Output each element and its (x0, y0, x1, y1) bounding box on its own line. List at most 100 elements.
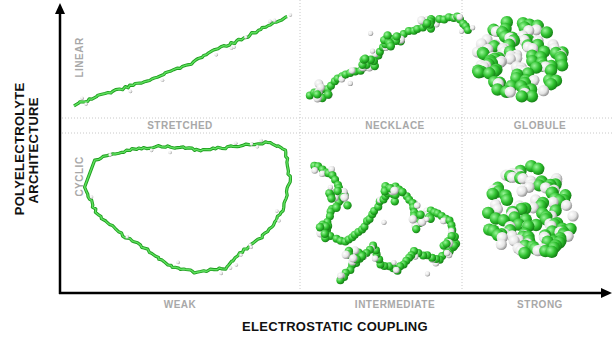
monomer-bead (546, 246, 558, 258)
counterion (368, 31, 373, 36)
axis-title: POLYELECTROLYTE ARCHITECTURE (13, 85, 42, 215)
counterion (239, 253, 243, 257)
counterion (249, 245, 253, 249)
monomer-bead (442, 239, 450, 247)
monomer-bead (312, 90, 320, 98)
counterion (381, 220, 386, 225)
monomer-bead (361, 55, 369, 63)
axis-tick-label: INTERMEDIATE (355, 299, 435, 310)
counterion (90, 195, 94, 199)
counterion (328, 185, 333, 190)
grid-line (300, 0, 301, 290)
monomer-bead (501, 194, 513, 206)
counterion (259, 139, 263, 143)
counterion (275, 209, 279, 213)
counterion (456, 14, 463, 21)
counterion (277, 219, 281, 223)
counterion (150, 149, 154, 153)
counterion (235, 263, 239, 267)
counterion (567, 210, 578, 221)
row-label: LINEAR (73, 37, 84, 77)
counterion (444, 250, 451, 257)
counterion (561, 200, 572, 211)
counterion (84, 102, 88, 106)
counterion (393, 267, 400, 274)
counterion (311, 167, 318, 174)
counterion (161, 79, 165, 83)
counterion (255, 145, 259, 149)
counterion (409, 215, 417, 223)
monomer-bead (324, 90, 332, 98)
counterion (244, 35, 248, 39)
axes (59, 12, 604, 294)
monomer-bead (394, 267, 402, 275)
counterion (268, 20, 272, 24)
counterion (340, 193, 348, 201)
counterion (250, 142, 254, 146)
counterion (496, 239, 507, 250)
counterion (372, 255, 379, 262)
monomer-bead (313, 90, 321, 98)
counterion (232, 45, 236, 49)
x-axis (59, 292, 604, 295)
counterion (108, 153, 112, 157)
polymer-drawings (74, 13, 579, 285)
counterion (505, 86, 516, 97)
counterion (348, 81, 353, 86)
grid-lines (62, 0, 613, 290)
monomer-bead (487, 188, 499, 200)
counterion (168, 151, 172, 155)
counterion (324, 91, 332, 99)
regime-label: NECKLACE (365, 120, 425, 131)
monomer-bead (416, 211, 424, 219)
polymer-chain (85, 142, 291, 273)
axis-tick-label: STRONG (517, 299, 563, 310)
monomer-bead (556, 59, 568, 71)
counterion (414, 202, 421, 209)
counterion (349, 67, 356, 74)
counterion (516, 186, 527, 197)
axis-tick-label: WEAK (164, 299, 197, 310)
grid-line (62, 133, 613, 134)
arrow-head (601, 288, 612, 298)
monomer-bead (321, 230, 329, 238)
counterion (80, 96, 84, 100)
monomer-bead (518, 247, 530, 259)
arrow-head (55, 3, 65, 14)
counterion (176, 261, 180, 265)
counterion (390, 186, 398, 194)
monomer-bead (393, 32, 401, 40)
counterion (234, 141, 238, 145)
counterion (459, 29, 464, 34)
monomer-bead (532, 163, 544, 175)
counterion (125, 235, 129, 239)
monomer-bead (423, 19, 431, 27)
regime-label: STRETCHED (147, 120, 213, 131)
counterion (349, 254, 357, 262)
polymer-chain (85, 142, 291, 273)
counterion (424, 217, 429, 222)
monomer-bead (332, 204, 340, 212)
monomer-bead (412, 225, 420, 233)
counterion (425, 271, 430, 276)
monomer-bead (516, 90, 528, 102)
counterion (229, 266, 233, 270)
y-axis (59, 12, 62, 294)
monomer-bead (343, 201, 351, 209)
counterion (370, 48, 375, 53)
monomer-bead (387, 42, 395, 50)
counterion (538, 85, 549, 96)
counterion (129, 90, 133, 94)
counterion (391, 260, 396, 265)
counterion (470, 25, 475, 30)
grid-line (62, 118, 613, 119)
counterion (215, 53, 219, 57)
regime-label: GLOBULE (514, 120, 566, 131)
counterion (219, 272, 223, 276)
counterion (289, 13, 293, 17)
monomer-bead (327, 194, 335, 202)
polymer-chain (74, 17, 287, 106)
counterion (337, 272, 344, 279)
monomer-bead (383, 31, 391, 39)
